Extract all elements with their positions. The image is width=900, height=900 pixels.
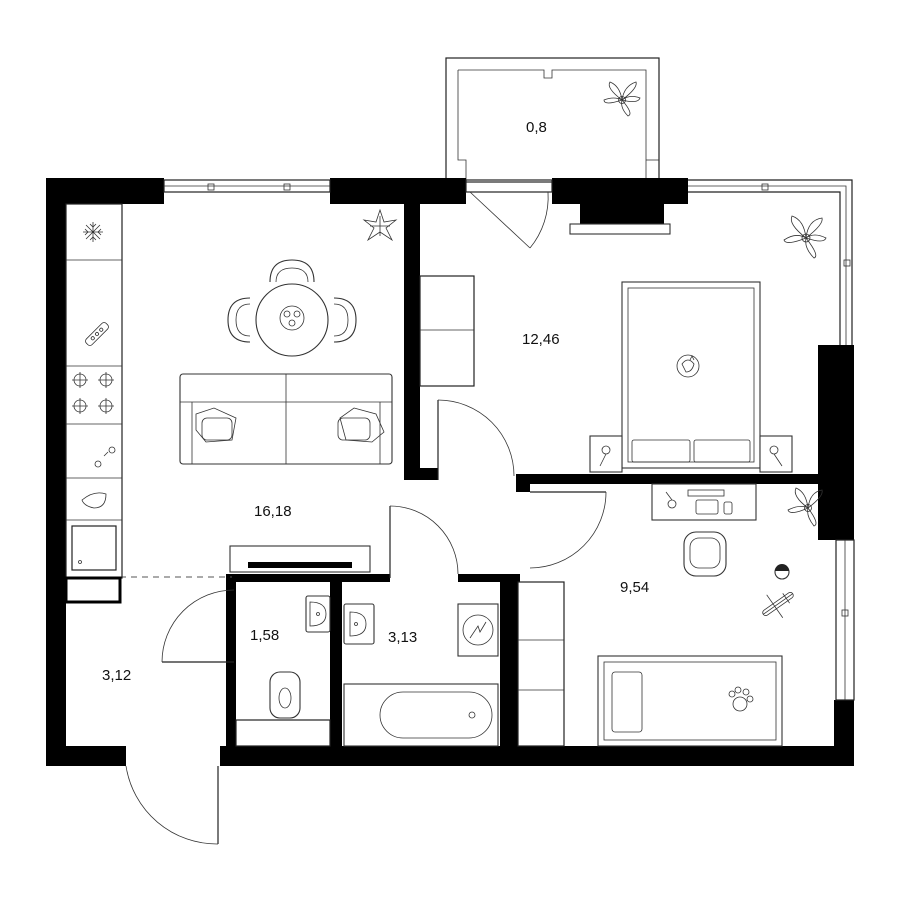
toilet-sink	[305, 595, 331, 633]
wardrobe-children	[517, 581, 565, 747]
desk-chair	[683, 531, 727, 577]
plant-icon	[603, 81, 641, 117]
balcony	[445, 57, 660, 183]
area-label-living-kitchen: 16,18	[254, 503, 292, 520]
single-bed	[597, 655, 783, 747]
doors	[120, 191, 607, 845]
area-label-toilet: 1,58	[250, 627, 279, 644]
kitchen-counter	[64, 203, 123, 604]
area-label-children-room: 9,54	[620, 579, 649, 596]
plant-icon	[362, 208, 398, 242]
walls	[46, 178, 854, 766]
bathroom-sink	[343, 603, 375, 645]
dining-table	[227, 259, 357, 357]
snowflake-icon	[83, 222, 103, 242]
desk	[651, 483, 757, 521]
cutting-board-icon	[85, 322, 109, 346]
water-drop-icon	[81, 492, 107, 509]
cat-icon	[676, 354, 700, 378]
area-label-hallway: 3,12	[102, 667, 131, 684]
dishwasher	[71, 525, 117, 571]
area-label-balcony: 0,8	[526, 119, 547, 136]
area-label-bedroom: 12,46	[522, 331, 560, 348]
bathtub	[343, 683, 499, 747]
windows	[163, 179, 855, 701]
paw-icon	[728, 686, 754, 712]
ball-icon	[774, 564, 790, 580]
tv-stand	[229, 545, 371, 573]
wardrobe-bedroom	[419, 275, 475, 387]
plant-icon	[787, 487, 823, 527]
double-bed	[589, 281, 793, 473]
stove-icon	[72, 372, 114, 414]
kitchen-sink-icon	[94, 446, 116, 468]
toy-plane-icon	[762, 591, 794, 618]
hallway-cabinet	[64, 576, 122, 604]
toilet-bowl	[269, 671, 301, 719]
plant-icon	[783, 215, 827, 259]
sofa	[179, 373, 393, 465]
washing-machine-icon	[457, 603, 499, 657]
area-label-bathroom: 3,13	[388, 629, 417, 646]
